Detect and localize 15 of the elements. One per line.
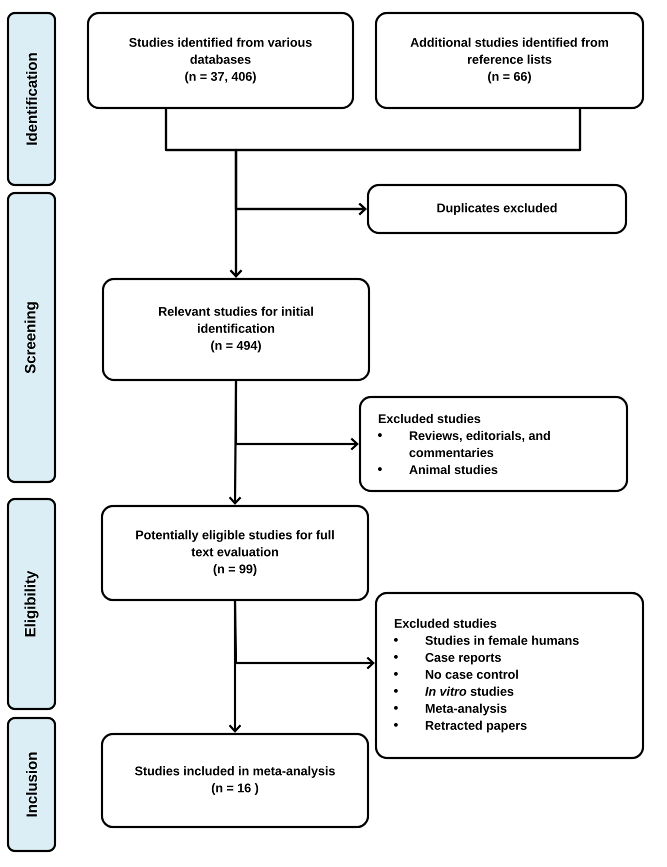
process-box: Potentially eligible studies for full text evaluation (n = 99)	[100, 504, 370, 602]
process-box: Relevant studies for initial identification (n = 494)	[102, 278, 370, 382]
exclusion-box: Excluded studies Studies in female humans Case reports No case control In vitro studies Meta-analysis Retracted papers	[374, 592, 644, 760]
stage-band: Eligibility	[6, 498, 56, 710]
exclusion-box: Excluded studies Reviews, editorials, and commentaries Animal studies	[358, 396, 628, 492]
process-box: Studies identified from various databases (n = 37, 406)	[86, 12, 354, 110]
process-box: Duplicates excluded	[366, 184, 628, 234]
process-box: Studies included in meta-analysis (n = 16 )	[100, 732, 370, 828]
arrow	[234, 109, 582, 216]
arrow	[228, 601, 242, 733]
stage-band: Identification	[6, 12, 56, 186]
process-box: Additional studies identified from reference lists (n = 66)	[374, 12, 644, 110]
arrow	[228, 381, 242, 505]
stage-band: Inclusion	[6, 716, 56, 852]
stage-band: Screening	[6, 192, 56, 484]
